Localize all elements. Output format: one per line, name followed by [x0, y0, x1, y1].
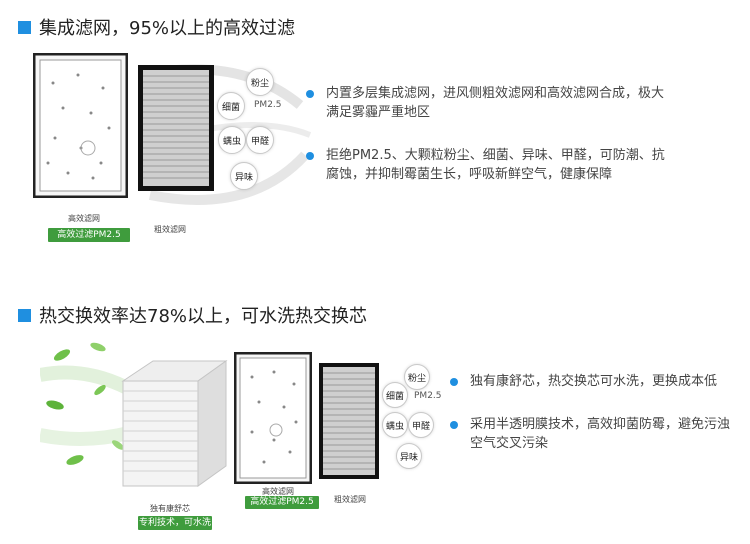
- section1-bullet-1-text: 内置多层集成滤网，进风侧粗效滤网和高效滤网合成，极大满足雾霾严重地区: [326, 86, 665, 120]
- section1-title-text: 集成滤网，95%以上的高效过滤: [39, 18, 296, 39]
- section2-bullet-list: 独有康舒芯，热交换芯可水洗，更换成本低 采用半透明膜技术，高效抑菌防霉，避免污浊…: [450, 372, 740, 477]
- section2-bullet-2-text: 采用半透明膜技术，高效抑菌防霉，避免污浊空气交叉污染: [470, 417, 731, 451]
- coarse-filter-image: [319, 363, 379, 479]
- title-marker-icon: [18, 20, 31, 34]
- section2-title: 热交换效率达78%以上，可水洗热交换芯: [18, 302, 367, 328]
- pollutant-formaldehyde: 甲醛: [246, 126, 274, 154]
- bullet-dot-icon: [450, 378, 458, 386]
- section1-bullet-1: 内置多层集成滤网，进风侧粗效滤网和高效滤网合成，极大满足雾霾严重地区: [306, 84, 676, 122]
- section2-title-text: 热交换效率达78%以上，可水洗热交换芯: [39, 306, 368, 327]
- bullet-dot-icon: [306, 90, 314, 98]
- section2-bullet-2: 采用半透明膜技术，高效抑菌防霉，避免污浊空气交叉污染: [450, 415, 740, 453]
- hepa-filter-tag: 高效过滤PM2.5: [245, 496, 319, 509]
- core-label: 独有康舒芯: [150, 504, 190, 513]
- hepa-filter-label: 高效滤网: [262, 487, 294, 496]
- title-marker-icon: [18, 308, 31, 322]
- pollutant-pm25: PM2.5: [414, 391, 442, 401]
- coarse-filter-image: [138, 65, 214, 191]
- hepa-filter-image: [234, 352, 312, 484]
- core-tag: 专利技术，可水洗: [138, 516, 212, 530]
- pollutant-pm25: PM2.5: [254, 100, 282, 110]
- hepa-filter-tag: 高效过滤PM2.5: [48, 228, 130, 242]
- bullet-dot-icon: [450, 421, 458, 429]
- hepa-filter-image: [33, 53, 128, 198]
- coarse-filter-label: 粗效滤网: [154, 225, 186, 234]
- pollutant-dust: 粉尘: [246, 68, 274, 96]
- section2-bullet-1-text: 独有康舒芯，热交换芯可水洗，更换成本低: [470, 374, 718, 389]
- section1-bullet-list: 内置多层集成滤网，进风侧粗效滤网和高效滤网合成，极大满足雾霾严重地区 拒绝PM2…: [306, 84, 676, 208]
- coarse-filter-label: 粗效滤网: [334, 495, 366, 504]
- pollutant-formaldehyde: 甲醛: [408, 412, 434, 438]
- section2-bullet-1: 独有康舒芯，热交换芯可水洗，更换成本低: [450, 372, 740, 391]
- pollutant-bacteria: 细菌: [217, 92, 245, 120]
- section1-bullet-2: 拒绝PM2.5、大颗粒粉尘、细菌、异味、甲醛，可防潮、抗腐蚀，并抑制霉菌生长，呼…: [306, 146, 676, 184]
- section1-title: 集成滤网，95%以上的高效过滤: [18, 14, 295, 40]
- pollutant-mite: 螨虫: [218, 126, 246, 154]
- pollutant-odor: 异味: [396, 443, 422, 469]
- section1-bullet-2-text: 拒绝PM2.5、大颗粒粉尘、细菌、异味、甲醛，可防潮、抗腐蚀，并抑制霉菌生长，呼…: [326, 148, 665, 182]
- pollutant-bacteria: 细菌: [382, 382, 408, 408]
- pollutant-odor: 异味: [230, 162, 258, 190]
- bullet-dot-icon: [306, 152, 314, 160]
- hepa-filter-label: 高效滤网: [68, 214, 100, 223]
- heat-exchange-core-image: [121, 360, 228, 487]
- pollutant-mite: 螨虫: [382, 412, 408, 438]
- pollutant-dust: 粉尘: [404, 364, 430, 390]
